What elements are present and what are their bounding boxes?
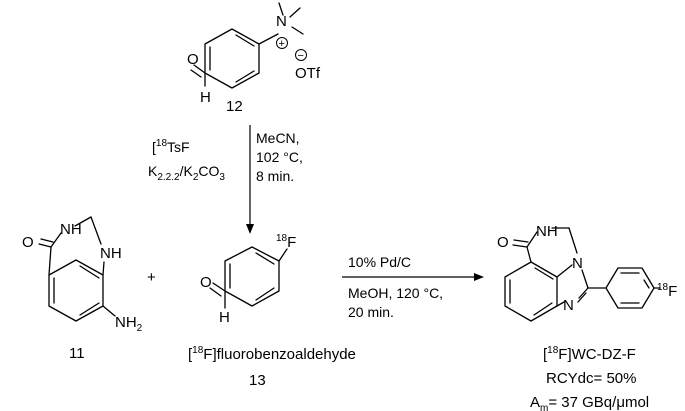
step1-solvent: MeCN, [256,130,300,146]
step2-catalyst: 10% Pd/C [348,254,411,270]
compound-13-ring [224,246,280,307]
product-molar-activity: Am= 37 GBq/μmol [530,394,649,411]
compound-11-amino: NH2 [115,314,143,334]
minus-charge-circle [295,49,307,61]
compound-13-fluorine: 18F [276,233,296,251]
compound-12-number: 12 [226,98,243,115]
compound-13-name: [18F]fluorobenzoaldehyde [188,345,356,363]
product-carbonyl-o: O [497,234,509,251]
compound-13-structure [209,246,288,309]
counterion-otf: OTf [295,65,321,82]
product-rcy: RCYdc= 50% [546,370,636,387]
step1-temperature: 102 °C, [256,149,303,165]
step2-time: 20 min. [348,304,394,320]
product-structure [504,227,661,322]
plus-charge-sign: + [279,38,285,50]
compound-11-amide-nh: NH [60,221,82,238]
product-benzene [504,261,558,322]
compound-13-aldehyde-o: O [200,274,212,291]
compound-11-benzene [48,259,104,322]
compound-12-aldehyde-o: O [187,51,199,68]
compound-12-aldehyde-h: H [200,89,211,106]
product-fluorophenyl [605,267,655,309]
product-amide-nh: NH [536,223,558,240]
compound-11-amine-nh: NH [100,245,122,262]
compound-13-aldehyde-h: H [219,309,230,326]
compound-13-number: 13 [249,372,266,389]
step1-base: K2.2.2/K2CO3 [148,163,225,183]
step1-time: 8 min. [256,168,294,184]
plus-charge-circle [276,37,288,49]
compound-11-number: 11 [69,345,85,362]
product-fluorine: 18F [657,282,677,300]
compound-11-carbonyl-o: O [22,234,34,251]
compound-12-ring [204,28,260,89]
minus-charge-sign: − [298,50,304,62]
plus-sign: + [147,269,156,286]
product-name: [18F]WC-DZ-F [543,345,636,363]
compound-12-ammonium-n: N [276,13,287,30]
product-ring-n1: N [572,255,583,272]
step2-arrowhead [474,273,484,281]
product-ring-n2: N [563,297,574,314]
compound-11-structure [38,216,116,322]
step1-arrowhead [246,224,254,234]
step1-reagent: [18TsF [152,138,190,155]
compound-12-structure [190,2,304,89]
step2-conditions: MeOH, 120 °C, [348,285,443,301]
